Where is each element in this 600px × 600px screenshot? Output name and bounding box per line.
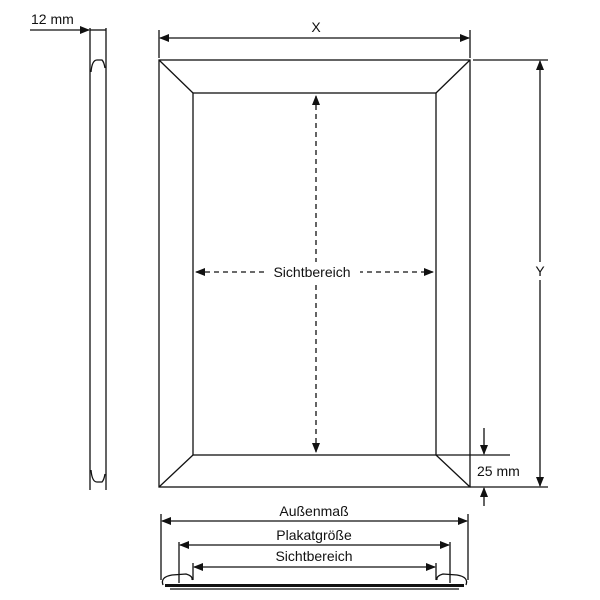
poster-size-label: Plakatgröße <box>276 527 352 543</box>
depth-label: 12 mm <box>31 11 74 27</box>
profile-right <box>436 573 468 586</box>
frame-width-label: 25 mm <box>477 463 520 479</box>
poster-frame <box>158 59 471 488</box>
viewing-area-bottom-label: Sichtbereich <box>275 548 352 564</box>
profile-left <box>161 573 193 586</box>
outer-dimension-label: Außenmaß <box>279 503 348 519</box>
viewing-area-label: Sichtbereich <box>273 264 350 280</box>
height-dimension: Y <box>470 59 548 488</box>
side-profile: 12 mm <box>30 11 107 490</box>
cross-section: Außenmaß Plakatgröße Sichtbereich <box>160 503 469 590</box>
frame-width-dimension: 25 mm <box>436 428 520 506</box>
viewing-area-dimension: Sichtbereich <box>195 95 434 453</box>
width-dimension: X <box>158 19 471 58</box>
width-label: X <box>311 19 321 35</box>
height-label: Y <box>535 263 545 279</box>
